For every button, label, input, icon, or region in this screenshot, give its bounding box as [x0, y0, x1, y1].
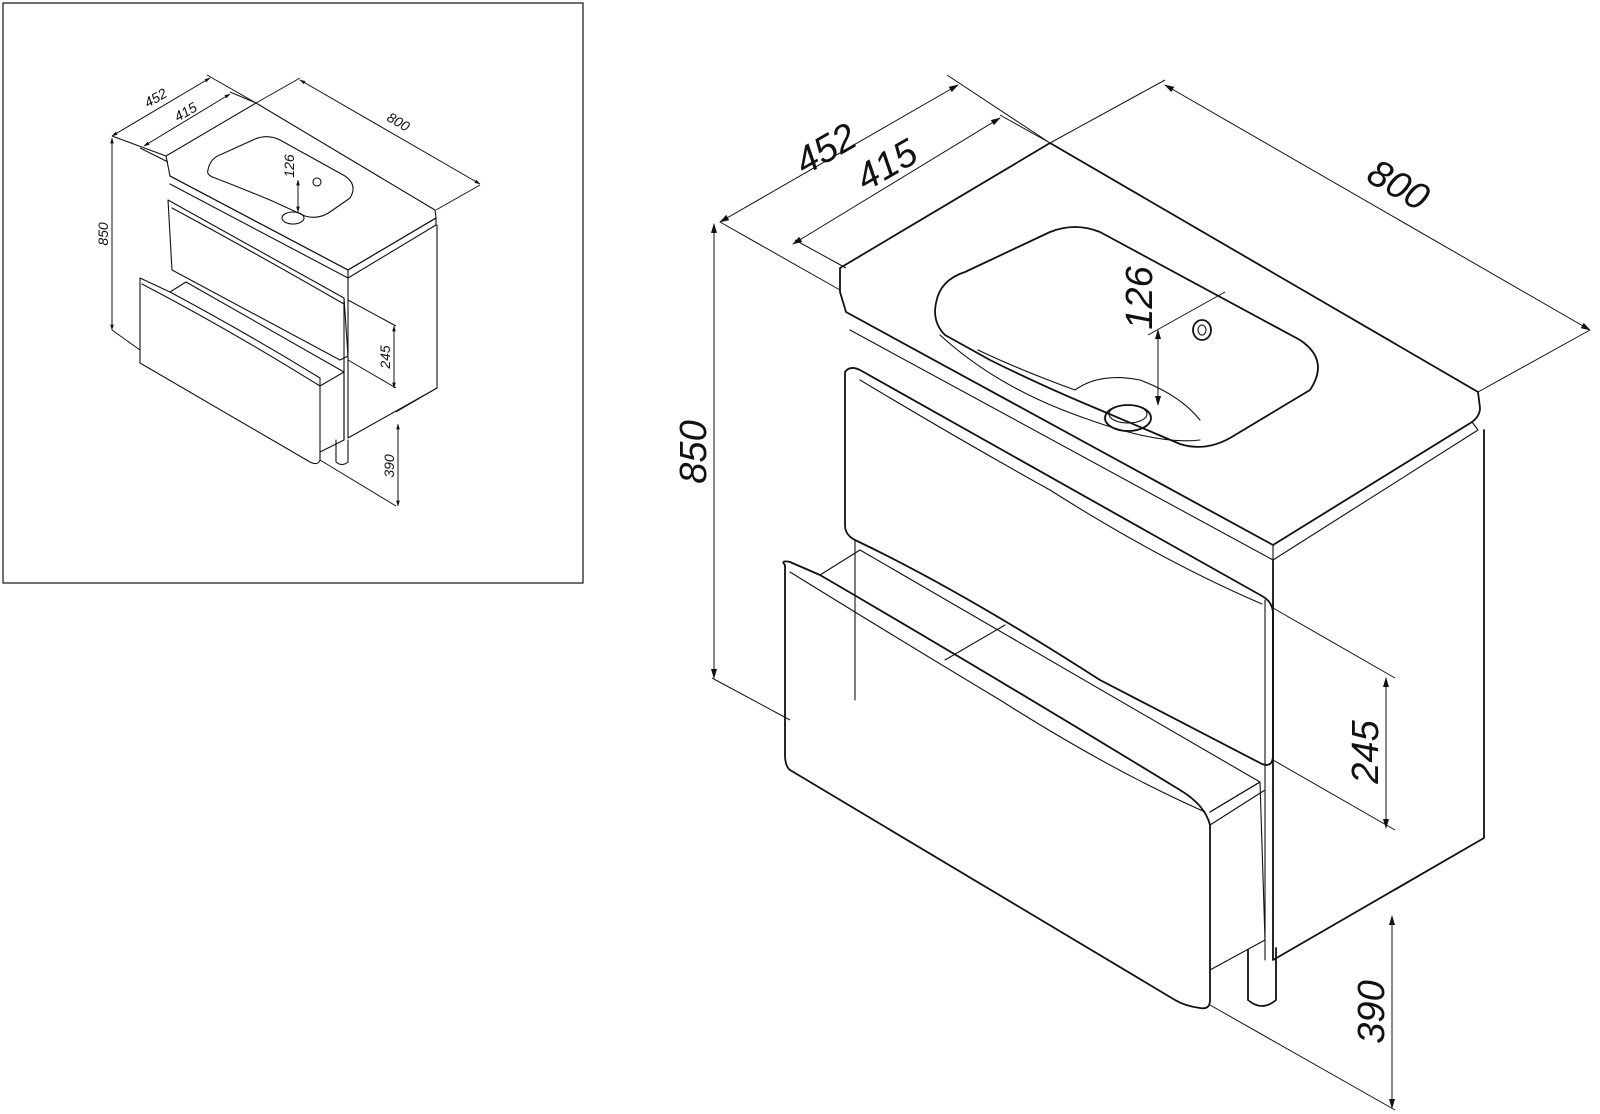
small-dim-line-800: [299, 79, 481, 185]
small-cabinet-side: [347, 224, 438, 439]
small-countertop-front-edge: [169, 175, 437, 279]
dim-label-452: 452: [788, 116, 864, 184]
small-cabinet-leg: [335, 439, 349, 466]
small-overflow-hole: [312, 177, 322, 187]
small-dim-label-390: 390: [381, 454, 397, 478]
lower-drawer-inner-bottom: [944, 624, 1266, 971]
dim-label-850: 850: [673, 420, 715, 483]
small-dim-label-126: 126: [281, 154, 297, 178]
extension-lines: [711, 74, 1591, 1111]
small-extension-lines: [111, 74, 481, 507]
small-lower-drawer-curve: [141, 283, 321, 387]
lower-drawer-inner-back: [819, 549, 1261, 813]
lower-drawer-side: [1209, 789, 1266, 826]
small-upper-drawer-curve: [171, 207, 345, 305]
basin-outline: [934, 226, 1319, 448]
small-dim-label-415: 415: [171, 99, 199, 125]
small-dim-label-452: 452: [141, 85, 169, 111]
dim-label-245: 245: [1345, 719, 1387, 784]
small-lower-drawer-inner: [169, 281, 345, 453]
small-dim-line-415: [143, 93, 231, 147]
upper-drawer-curve: [859, 379, 1263, 605]
basin-front-curve: [939, 334, 1201, 442]
cabinet-leg: [1247, 947, 1277, 1007]
cabinet-side-panel: [1272, 429, 1485, 961]
basin-drain-inner: [1108, 404, 1148, 424]
countertop-front-edge: [845, 311, 1274, 561]
small-dim-label-245: 245: [377, 345, 393, 370]
countertop-top-face: [839, 142, 1481, 546]
dim-line-800: [1164, 84, 1591, 331]
small-upper-drawer: [167, 199, 349, 361]
small-lower-drawer: [139, 277, 321, 465]
dim-line-415: [792, 117, 1001, 245]
basin-inner-curve: [977, 349, 1201, 421]
small-basin-outline: [207, 136, 354, 218]
dim-label-390: 390: [1351, 980, 1393, 1043]
lower-drawer-top-curve: [789, 571, 1206, 813]
small-basin-drain: [281, 211, 305, 225]
overflow-hole-inner: [1197, 324, 1207, 336]
dim-ext-126: [1147, 291, 1226, 336]
small-dim-label-850: 850: [95, 222, 111, 246]
countertop-side-edge: [1272, 421, 1479, 561]
lower-drawer-front: [782, 560, 1211, 1010]
dim-label-800: 800: [1360, 152, 1436, 220]
thumbnail-frame: [2, 2, 584, 584]
dim-label-126: 126: [1119, 265, 1161, 329]
large-isometric-view: 452 415 800 850 126 245 390: [673, 74, 1591, 1111]
small-isometric-view: 452 415 800 850 126 245 390: [95, 74, 481, 507]
overflow-hole: [1192, 319, 1212, 341]
